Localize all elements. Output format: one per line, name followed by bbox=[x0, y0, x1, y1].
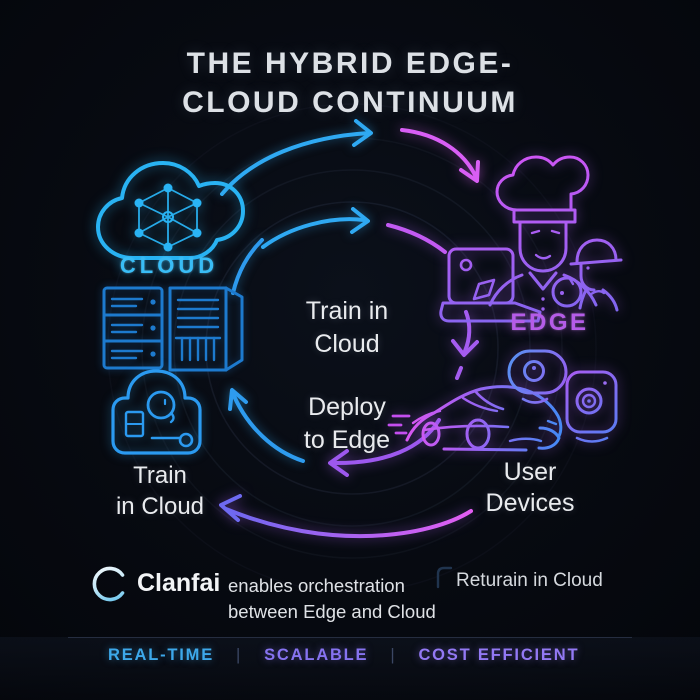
server-stack-icon bbox=[102, 286, 244, 372]
support-agent-camera-icon bbox=[111, 369, 202, 455]
chef-hat-band bbox=[512, 208, 577, 224]
tag-scalable: SCALABLE bbox=[264, 646, 369, 664]
clanfai-ring-logo-icon bbox=[92, 566, 125, 602]
arrowhead bbox=[350, 207, 370, 234]
tag-separator: | bbox=[390, 646, 397, 664]
page-title: THE HYBRID EDGE- CLOUD CONTINUUM bbox=[0, 44, 700, 122]
side-note: Returain in Cloud bbox=[456, 570, 603, 591]
cloud-network-icon bbox=[96, 161, 245, 260]
arrow-return-to-cloud-outer bbox=[219, 494, 473, 539]
laptop-screen bbox=[447, 247, 515, 305]
chef-collar bbox=[528, 271, 558, 291]
arrow-inner-left-blue bbox=[228, 238, 305, 463]
bracket-icon bbox=[436, 566, 453, 589]
arrowhead bbox=[228, 388, 248, 411]
title-line-2: CLOUD CONTINUUM bbox=[182, 86, 518, 119]
worker-face bbox=[579, 262, 596, 292]
arrow-edge-to-devices-purple bbox=[386, 223, 479, 380]
center-step-train: Train in Cloud bbox=[268, 295, 426, 361]
security-camera-icon bbox=[565, 370, 618, 443]
cloud-label: CLOUD bbox=[119, 253, 219, 278]
webcam-icon bbox=[507, 349, 568, 404]
arrowhead bbox=[352, 119, 373, 147]
center-step-train-line-2: Cloud bbox=[314, 330, 380, 358]
worker-helmet bbox=[575, 238, 618, 264]
title-line-1: THE HYBRID EDGE- bbox=[186, 47, 514, 80]
brand-name: Clanfai bbox=[137, 569, 221, 597]
footer-tags: REAL-TIME | SCALABLE | COST EFFICIENT bbox=[0, 646, 700, 665]
chef-face bbox=[518, 220, 568, 273]
chef-worker-laptop-gauge-icon bbox=[439, 155, 623, 323]
laptop-base bbox=[439, 301, 542, 323]
background-rings bbox=[107, 103, 597, 593]
smart-car-icon bbox=[387, 385, 563, 452]
arrowhead bbox=[328, 449, 349, 477]
footer-divider bbox=[68, 637, 632, 638]
arrowhead bbox=[451, 339, 479, 357]
devices-line-2: Devices bbox=[485, 489, 575, 517]
devices-line-1: User bbox=[503, 458, 557, 486]
arrow-cloud-to-edge-blue bbox=[220, 119, 373, 196]
center-step-deploy-line-1: Deploy bbox=[308, 393, 386, 421]
chef-hat bbox=[495, 155, 590, 212]
brand-tagline-line-1: enables orchestration bbox=[228, 575, 405, 596]
gauge bbox=[551, 276, 583, 308]
train-node-line-1: Train bbox=[133, 462, 187, 489]
arrow-inner-top-blue bbox=[261, 207, 370, 249]
worker-body bbox=[578, 288, 619, 312]
center-step-deploy-line-2: to Edge bbox=[303, 426, 391, 454]
edge-label: EDGE bbox=[510, 309, 589, 336]
center-step-train-line-1: Train in bbox=[305, 297, 389, 325]
tag-cost-efficient: COST EFFICIENT bbox=[418, 646, 580, 664]
brand-tagline: enables orchestration between Edge and C… bbox=[228, 573, 436, 625]
train-node-label: Train in Cloud bbox=[90, 460, 230, 522]
footer-strip bbox=[0, 637, 700, 700]
tag-separator: | bbox=[236, 646, 243, 664]
arrowhead bbox=[459, 160, 480, 183]
arrow-cloud-to-edge-magenta bbox=[400, 128, 480, 183]
center-step-deploy: Deploy to Edge bbox=[268, 391, 426, 457]
devices-node-label: User Devices bbox=[450, 457, 610, 519]
arrowhead bbox=[219, 494, 242, 522]
train-node-line-2: in Cloud bbox=[115, 493, 205, 520]
tag-real-time: REAL-TIME bbox=[108, 646, 215, 664]
brand-tagline-line-2: between Edge and Cloud bbox=[228, 601, 436, 622]
